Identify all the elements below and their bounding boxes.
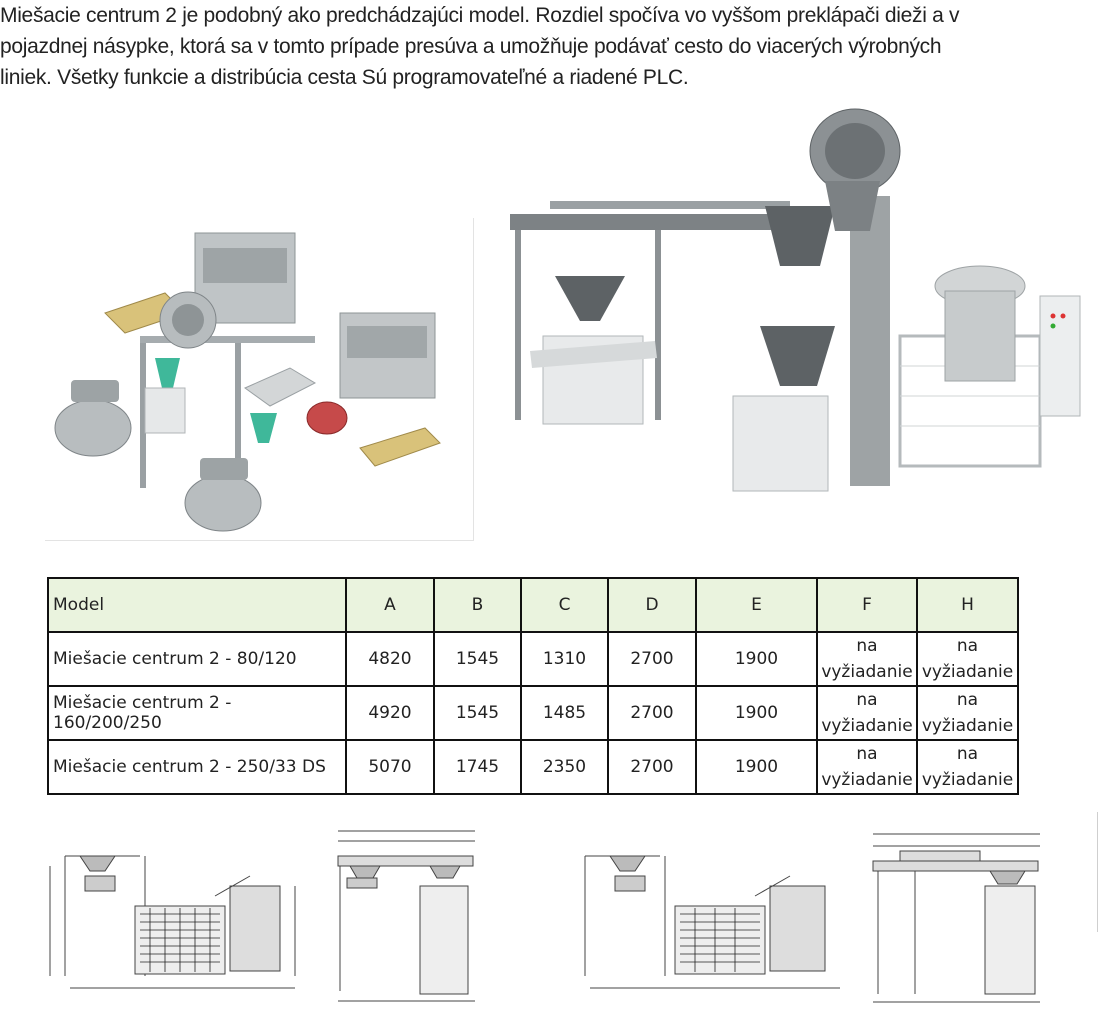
cell-b: 1745 [433,739,522,795]
technical-drawing-side-view-2 [580,826,860,1006]
specs-table: Model A B C D E F H Miešacie centrum 2 -… [47,577,1019,795]
intro-line-3: liniek. Všetky funkcie a distribúcia ces… [0,66,689,89]
cell-b: 1545 [433,631,522,687]
header-c: C [520,577,609,633]
cell-e: 1900 [695,631,818,687]
cell-d: 2700 [607,685,697,741]
cell-b: 1545 [433,685,522,741]
cell-model: Miešacie centrum 2 - 250/33 DS [47,739,347,795]
header-b: B [433,577,522,633]
layout-isometric-illustration [45,218,474,541]
technical-drawing-side-view-1 [40,826,320,1006]
cell-h-line1: na [956,744,979,764]
header-h: H [916,577,1019,633]
table-header-row: Model A B C D E F H [47,577,1019,633]
table-row: Miešacie centrum 2 - 250/33 DS 5070 1745… [47,739,1019,795]
cell-h: na vyžiadanie [916,685,1019,741]
cell-h-line1: na [956,636,979,656]
mixing-center-3d-illustration [505,96,1100,494]
cell-e: 1900 [695,685,818,741]
cell-h-line1: na [956,690,979,710]
cell-f-line1: na [856,636,878,656]
table-row: Miešacie centrum 2 - 160/200/250 4920 15… [47,685,1019,741]
cell-e: 1900 [695,739,818,795]
cell-h-line2: vyžiadanie [921,770,1014,790]
header-d: D [607,577,697,633]
cell-c: 1485 [520,685,609,741]
cell-f-line1: na [856,690,878,710]
cell-model: Miešacie centrum 2 - 80/120 [47,631,347,687]
cell-h-line2: vyžiadanie [921,662,1014,682]
intro-line-1: Miešacie centrum 2 je podobný ako predch… [0,4,960,27]
cell-h: na vyžiadanie [916,631,1019,687]
technical-drawing-front-view-2 [870,826,1045,1006]
cell-f: na vyžiadanie [816,685,918,741]
cell-f: na vyžiadanie [816,631,918,687]
technical-drawing-front-view-1 [335,826,480,1006]
header-a: A [345,577,435,633]
cell-f: na vyžiadanie [816,739,918,795]
intro-line-2: pojazdnej násypke, ktorá sa v tomto príp… [0,35,942,58]
cell-model: Miešacie centrum 2 - 160/200/250 [47,685,347,741]
cell-f-line2: vyžiadanie [821,770,913,790]
table-row: Miešacie centrum 2 - 80/120 4820 1545 13… [47,631,1019,687]
cell-d: 2700 [607,739,697,795]
cell-f-line1: na [856,744,878,764]
header-model: Model [47,577,347,633]
cell-c: 1310 [520,631,609,687]
cell-d: 2700 [607,631,697,687]
cell-h: na vyžiadanie [916,739,1019,795]
cell-f-line2: vyžiadanie [821,662,913,682]
cell-f-line2: vyžiadanie [821,716,913,736]
cell-a: 5070 [345,739,435,795]
cell-h-line2: vyžiadanie [921,716,1014,736]
intro-text: Miešacie centrum 2 je podobný ako predch… [0,0,1100,93]
cell-a: 4820 [345,631,435,687]
cell-c: 2350 [520,739,609,795]
cell-a: 4920 [345,685,435,741]
header-f: F [816,577,918,633]
page-edge-line [1097,812,1098,932]
header-e: E [695,577,818,633]
